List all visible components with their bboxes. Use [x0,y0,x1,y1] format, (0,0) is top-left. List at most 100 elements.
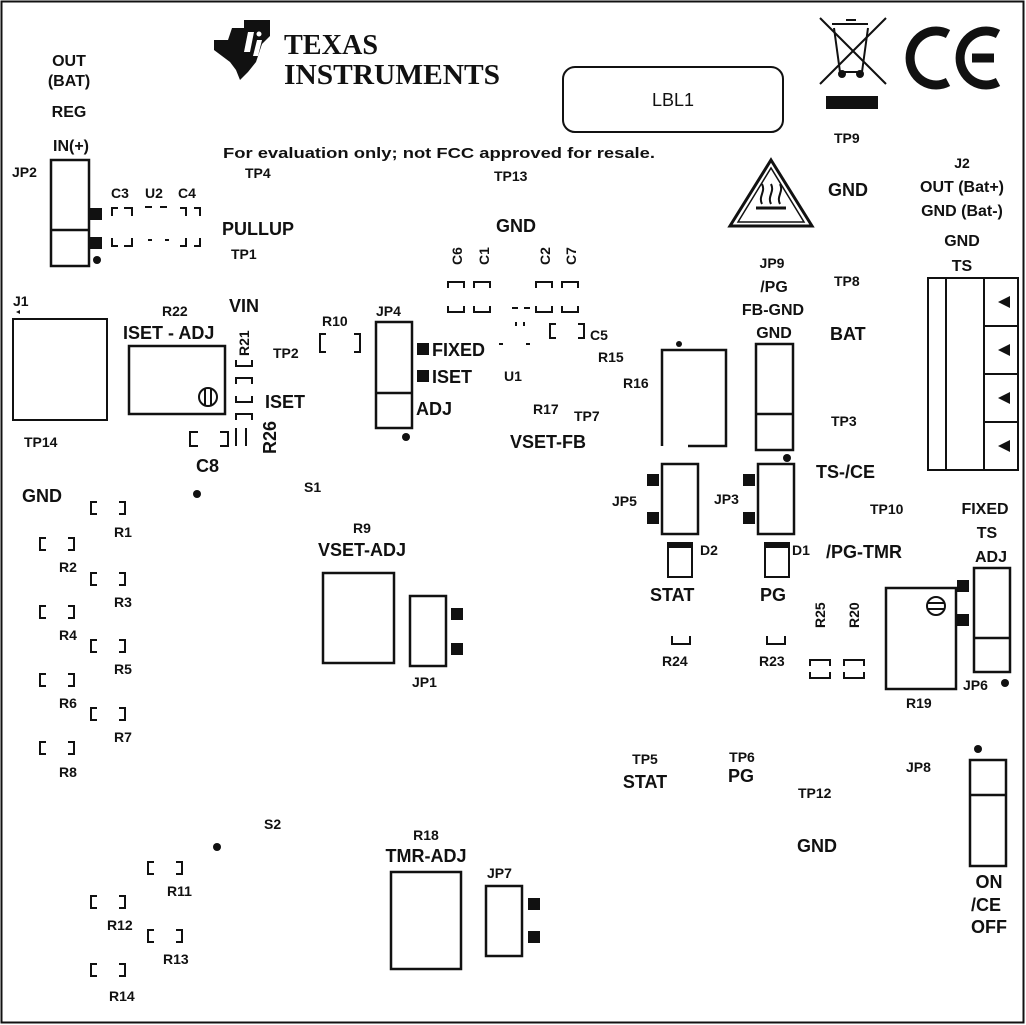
label-tp14: TP14 [24,434,58,450]
label-ts2: TS [977,525,998,542]
label-jp6: JP6 [963,677,988,693]
label-r4: R4 [59,627,77,643]
label-vset-fb: VSET-FB [510,432,586,452]
label-tp2: TP2 [273,345,299,361]
jp1-header [408,594,463,668]
label-box [562,66,784,133]
label-off: OFF [971,917,1007,937]
label-pg-slash: /PG [760,279,788,296]
label-r25: R25 [812,602,828,628]
label-r23: R23 [759,653,785,669]
label-out-batp: OUT (Bat+) [920,179,1004,196]
label-gnd-batm: GND (Bat-) [921,203,1003,220]
label-c8: C8 [196,456,219,476]
label-u2: U2 [145,185,163,201]
label-jp2: JP2 [12,164,37,180]
label-r26: R26 [260,421,280,454]
r9-potentiometer [321,571,396,665]
brand-instruments: INSTRUMENTS [284,60,500,91]
r16-footprint [660,348,728,448]
label-tp10: TP10 [870,501,904,517]
label-r24: R24 [662,653,688,669]
label-r22: R22 [162,303,188,319]
label-reg: REG [52,104,87,121]
ti-logo-icon [214,20,270,80]
label-gnd-j2: GND [944,233,980,250]
label-r3: R3 [114,594,132,610]
label-tp8: TP8 [834,273,860,289]
resistor-ladder-r1-r8 [39,501,126,755]
c8-footprint [189,431,229,447]
label-c1: C1 [476,247,492,265]
weee-bar [826,96,878,109]
label-r14: R14 [109,988,135,1004]
label-pg: PG [760,585,786,605]
jp2-header [49,158,102,268]
label-jp1: JP1 [412,674,437,690]
label-s1: S1 [304,479,321,495]
label-r7: R7 [114,729,132,745]
r21-r26-footprints [235,360,253,446]
label-jp9: JP9 [760,255,785,271]
label-fixed: FIXED [432,340,485,360]
jp9-header [754,342,795,462]
hot-surface-warning-icon [727,157,815,228]
label-tp7: TP7 [574,408,600,424]
label-vin: VIN [229,296,259,316]
label-r12: R12 [107,917,133,933]
label-pg2: PG [728,766,754,786]
label-r20: R20 [846,602,862,628]
label-iset-jp4: ISET [432,367,472,387]
label-adj: ADJ [416,399,452,419]
label-r17: R17 [533,401,559,417]
label-tmr-adj: TMR-ADJ [386,846,467,866]
label-c6: C6 [449,247,465,265]
label-r2: R2 [59,559,77,575]
jp7-header [484,884,540,958]
r19-potentiometer [884,586,958,691]
label-c7: C7 [563,247,579,265]
small-resistor-footprints [671,636,865,679]
label-tp3: TP3 [831,413,857,429]
label-u1: U1 [504,368,522,384]
label-in-plus: IN(+) [53,138,89,155]
label-tp4: TP4 [245,165,271,181]
label-tp1: TP1 [231,246,257,262]
jp8-header [968,745,1008,868]
label-fb-gnd: FB-GND [742,302,804,319]
label-vset-adj: VSET-ADJ [318,540,406,560]
r18-potentiometer [389,870,463,971]
label-gnd-jp9: GND [756,325,792,342]
label-r1: R1 [114,524,132,540]
jp4-header [374,320,429,441]
label-c2: C2 [537,247,553,265]
label-r16: R16 [623,375,649,391]
label-pg-tmr: /PG-TMR [826,542,902,562]
label-box-text: LBL1 [652,90,694,110]
j2-pin-markers [998,296,1010,452]
ce-mark-icon [905,26,1001,90]
label-ce: /CE [971,895,1001,915]
label-tp13: TP13 [494,168,528,184]
label-r10: R10 [322,313,348,329]
label-r5: R5 [114,661,132,677]
label-r8: R8 [59,764,77,780]
label-fixed-ts: FIXED [961,501,1008,518]
label-s2: S2 [264,816,281,832]
label-tp12: TP12 [798,785,832,801]
jp6-header [957,566,1012,687]
d1-led-footprint [764,542,790,578]
label-j2: J2 [954,155,970,171]
label-ts-ce: TS-/CE [816,462,875,482]
jp5-header [647,462,700,536]
label-c3: C3 [111,185,129,201]
label-r9: R9 [353,520,371,536]
s2-dot [213,843,221,851]
label-jp5: JP5 [612,493,637,509]
label-c4: C4 [178,185,196,201]
caps-c6-c1-c2-c7 [447,281,585,345]
d2-led-footprint [667,542,693,578]
silkscreen-labels: For evaluation only; not FCC approved fo… [12,53,1009,1004]
label-on: ON [976,872,1003,892]
